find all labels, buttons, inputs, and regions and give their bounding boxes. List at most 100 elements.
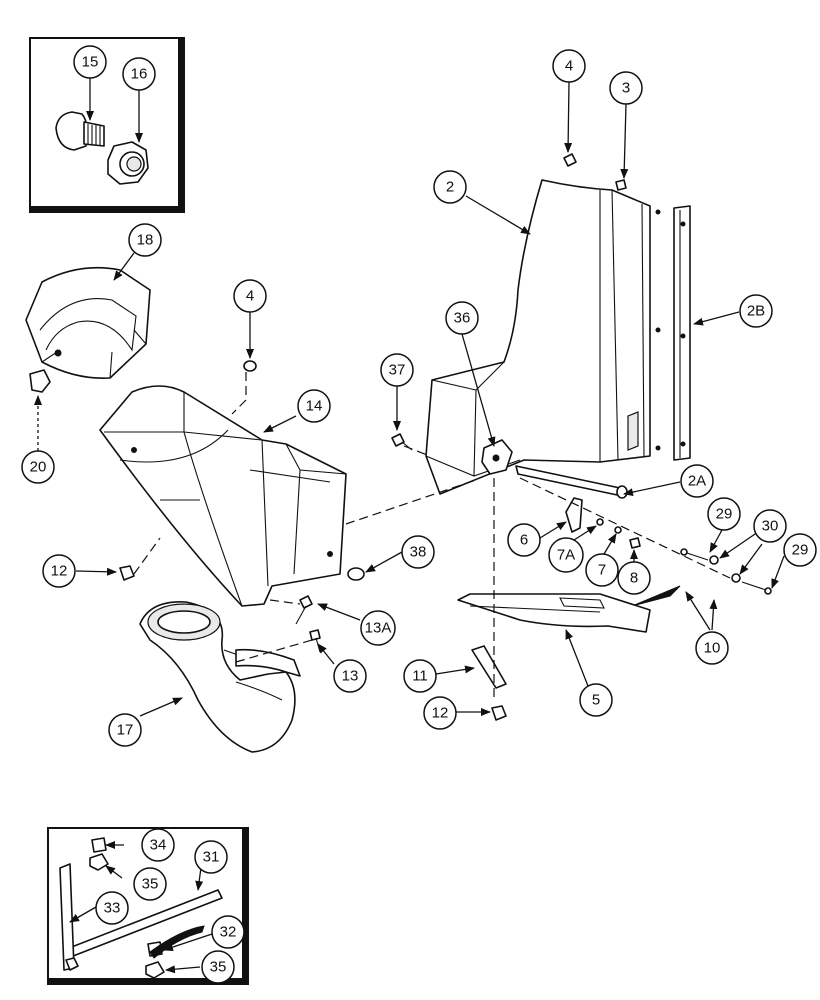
callout-13: 13 — [333, 659, 367, 693]
callout-37: 37 — [380, 353, 414, 387]
nut-12-bottom-part — [491, 705, 507, 721]
callout-35-upper: 35 — [133, 867, 167, 901]
side-strip-part — [673, 205, 691, 461]
nut-4-top-part — [563, 153, 577, 167]
callout-6: 6 — [507, 523, 541, 557]
svg-text:18: 18 — [137, 232, 154, 249]
callout-12-left: 12 — [42, 554, 76, 588]
nut-35-upper-part — [89, 853, 109, 871]
svg-text:2B: 2B — [747, 303, 765, 320]
chute-part — [99, 385, 347, 607]
callout-35-lower: 35 — [201, 950, 235, 984]
callout-11: 11 — [403, 659, 437, 693]
bolt-29-lower-part — [731, 573, 772, 595]
svg-text:35: 35 — [210, 959, 227, 976]
svg-text:12: 12 — [51, 563, 68, 580]
svg-text:34: 34 — [150, 837, 167, 854]
svg-text:12: 12 — [432, 705, 449, 722]
svg-text:14: 14 — [306, 398, 323, 415]
bolt-34-part — [91, 837, 107, 853]
svg-text:32: 32 — [220, 924, 237, 941]
svg-text:30: 30 — [762, 518, 779, 535]
tray-part — [457, 593, 651, 633]
svg-text:20: 20 — [30, 459, 47, 476]
svg-text:33: 33 — [104, 900, 121, 917]
callout-2: 2 — [433, 170, 467, 204]
washer-7-part — [614, 526, 622, 534]
svg-text:13A: 13A — [365, 620, 392, 637]
callout-10: 10 — [695, 631, 729, 665]
assembly-lines — [133, 372, 731, 702]
callout-20: 20 — [21, 450, 55, 484]
rod-part — [515, 465, 628, 499]
callout-5: 5 — [579, 683, 613, 717]
svg-text:3: 3 — [622, 80, 630, 97]
svg-text:17: 17 — [117, 722, 134, 739]
callout-14: 14 — [297, 389, 331, 423]
washer-7a-part — [596, 518, 604, 526]
svg-text:29: 29 — [716, 506, 733, 523]
svg-text:4: 4 — [246, 288, 254, 305]
callout-18: 18 — [128, 223, 162, 257]
svg-text:2A: 2A — [688, 473, 706, 490]
callout-29-upper: 29 — [707, 497, 741, 531]
svg-text:4: 4 — [565, 58, 573, 75]
callout-12-bottom: 12 — [423, 696, 457, 730]
flange-nut-part — [107, 141, 149, 185]
callout-29-lower: 29 — [783, 533, 817, 567]
svg-text:36: 36 — [454, 310, 471, 327]
svg-text:11: 11 — [412, 668, 428, 685]
elbow-tube-part — [139, 601, 301, 753]
svg-text:29: 29 — [792, 542, 809, 559]
svg-text:7: 7 — [598, 562, 606, 579]
bolt-29-upper-part — [680, 548, 719, 565]
svg-text:8: 8 — [630, 570, 638, 587]
nut-12-left-part — [119, 565, 135, 581]
nut-20-part — [29, 369, 51, 393]
plate-11-part — [471, 645, 507, 689]
bracket-6-part — [565, 497, 583, 533]
bolt-3-part — [615, 179, 627, 191]
callout-17: 17 — [108, 713, 142, 747]
callout-36: 36 — [445, 301, 479, 335]
callout-15: 15 — [73, 45, 107, 79]
callout-balloons: 15 16 18 20 4 14 12 17 13A 13 38 37 36 2… — [21, 45, 817, 984]
clamp-part — [481, 439, 513, 475]
svg-text:2: 2 — [446, 179, 454, 196]
callout-2b: 2B — [739, 294, 773, 328]
callout-4-top: 4 — [552, 49, 586, 83]
callout-32: 32 — [211, 915, 245, 949]
callout-33: 33 — [95, 891, 129, 925]
nut-4-left-part — [243, 360, 257, 372]
svg-text:7A: 7A — [557, 547, 575, 564]
svg-text:5: 5 — [592, 692, 600, 709]
svg-text:6: 6 — [520, 532, 528, 549]
svg-text:15: 15 — [82, 54, 99, 71]
bolt-13-part — [309, 629, 321, 653]
carriage-bolt-part — [55, 111, 105, 151]
washer-38-part — [347, 567, 365, 581]
nut-8-part — [629, 537, 641, 549]
svg-text:37: 37 — [389, 362, 406, 379]
spout-part — [425, 179, 661, 495]
callout-4-left: 4 — [233, 279, 267, 313]
nut-35-lower-part — [145, 961, 165, 979]
callout-2a: 2A — [680, 464, 714, 498]
svg-text:10: 10 — [704, 640, 721, 657]
callout-31: 31 — [194, 840, 228, 874]
callout-34: 34 — [141, 828, 175, 862]
hood-part — [25, 266, 151, 379]
svg-text:16: 16 — [131, 66, 148, 83]
leader-lines — [34, 78, 785, 717]
callout-8: 8 — [617, 561, 651, 595]
wedge-10-part — [631, 585, 681, 607]
inset-bolt-nut — [29, 37, 185, 213]
callout-13a: 13A — [360, 610, 396, 646]
svg-text:31: 31 — [203, 849, 220, 866]
svg-text:13: 13 — [342, 668, 359, 685]
callout-7a: 7A — [548, 537, 584, 573]
callout-16: 16 — [122, 57, 156, 91]
callout-30: 30 — [753, 509, 787, 543]
callout-3: 3 — [609, 71, 643, 105]
